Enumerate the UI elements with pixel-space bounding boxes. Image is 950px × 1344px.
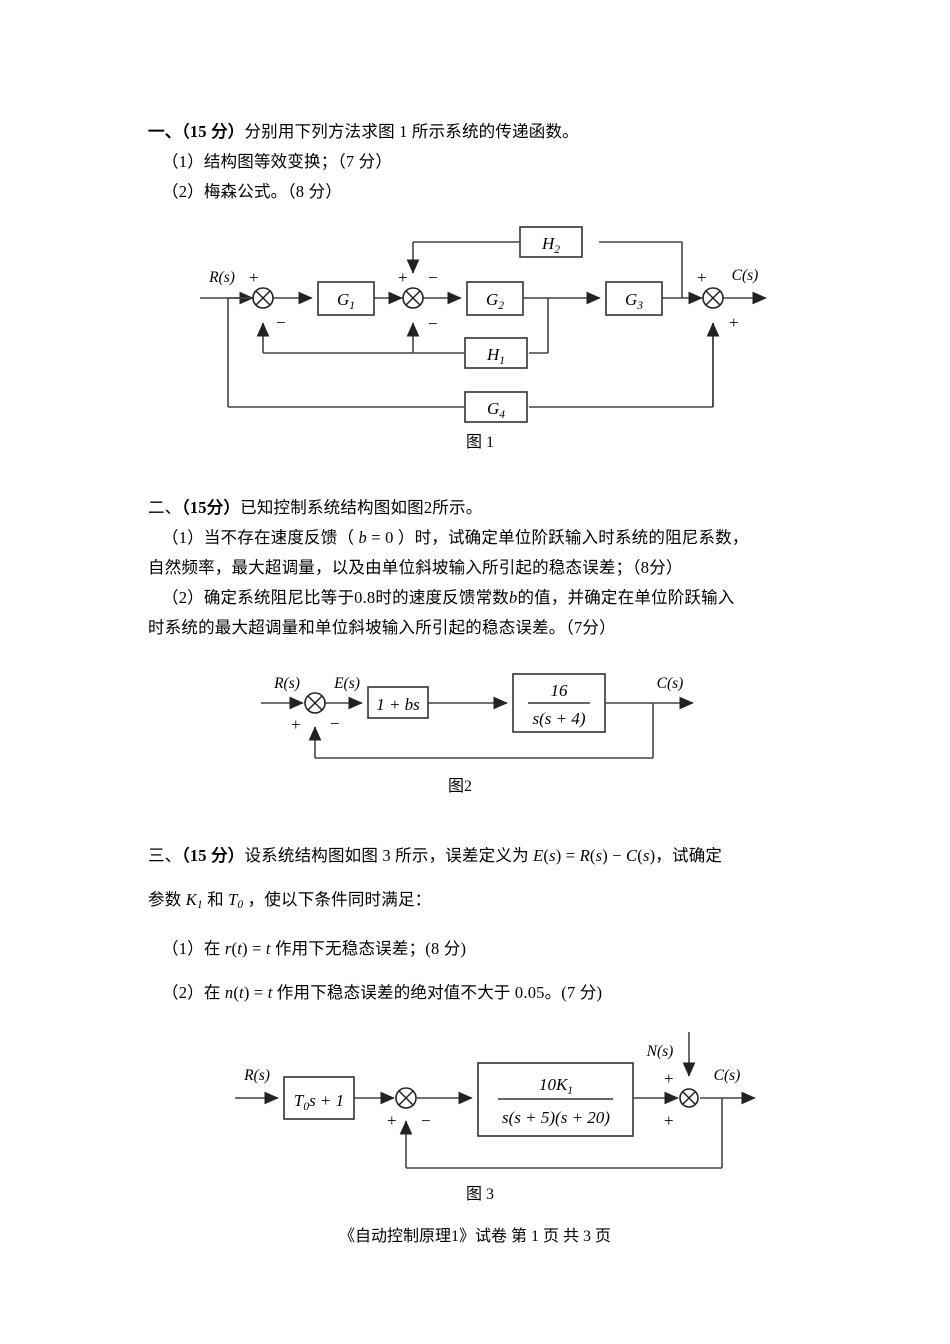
q2-line-3: 自然频率，最大超调量，以及由单位斜坡输入所引起的稳态误差；（8分） [148,558,683,577]
q3-line-4: （2）在 n(t) = t 作用下稳态误差的绝对值不大于 0.05。(7 分) [162,983,603,1003]
sign-sum3-plus-bot: + [729,313,739,332]
label-output-cs-fig2: C(s) [657,675,684,692]
sign-fig3-sum1-plus: + [387,1111,397,1130]
sign-fig3-sum1-minus: − [421,1111,431,1130]
sign-sum1-plus: + [249,268,259,287]
sign-sum2-minus-bot: − [428,314,438,333]
summing-junction-2 [402,287,424,309]
summing-junction-1-fig3 [395,1087,417,1109]
figure-2-caption: 图2 [447,778,472,795]
figure-1-caption: 图 1 [465,434,494,451]
figure-3-caption: 图 3 [465,1186,494,1203]
figure-3: T0s + 1 10K1 s(s + 5)(s + 20) R(s) N(s) … [195,1030,775,1205]
summing-junction-3 [702,287,724,309]
q1-line-1: 一、（15 分）分别用下列方法求图 1 所示系统的传递函数。 [148,122,579,141]
q2-line-5: 时系统的最大超调量和单位斜坡输入所引起的稳态误差。（7分） [148,618,616,637]
label-input-rs-fig3: R(s) [243,1067,270,1084]
sign-sum2-minus-top: − [428,268,438,287]
label-numerator-fig2: 16 [551,681,569,700]
page-footer: 《自动控制原理1》试卷 第 1 页 共 3 页 [338,1228,611,1245]
sign-sum1-minus: − [276,313,286,332]
label-g1: G1 [337,290,355,312]
figure-2: 1 + bs 16 s(s + 4) R(s) E(s) C(s) + − 图2 [245,672,715,802]
sign-fig2-minus: − [330,714,340,733]
q2-line-1: 二、（15分）已知控制系统结构图如图2所示。 [148,498,483,517]
label-block1-fig3: T0s + 1 [294,1091,344,1113]
q1-line-2: （1）结构图等效变换；（7 分） [162,152,393,171]
sign-sum2-plus: + [398,268,408,287]
label-noise-ns-fig3: N(s) [646,1043,674,1060]
label-output-cs: C(s) [732,267,759,284]
question-2-text: 二、（15分）已知控制系统结构图如图2所示。 （1）当不存在速度反馈（ b = … [148,493,828,643]
label-error-es-fig2: E(s) [333,675,360,692]
label-g4: G4 [487,399,505,421]
label-input-rs-fig2: R(s) [273,675,300,692]
sign-sum3-plus-top: + [697,268,707,287]
sign-fig3-sum2-plus-top: + [664,1069,674,1088]
block-plant-fig3 [477,1062,634,1137]
summing-junction-fig2 [304,692,326,714]
figure-1: G1 G2 G3 G4 H1 H2 R(s) C(s) + − + − − + … [180,225,780,455]
q2-line-4: （2）确定系统阻尼比等于0.8时的速度反馈常数b的值，并确定在单位阶跃输入 [162,588,735,607]
summing-junction-2-fig3 [679,1088,699,1108]
label-g2: G2 [486,290,504,312]
label-denominator-fig3: s(s + 5)(s + 20) [502,1108,610,1127]
question-1-text: 一、（15 分）分别用下列方法求图 1 所示系统的传递函数。 （1）结构图等效变… [148,117,828,207]
label-h2: H2 [541,234,560,256]
label-input-rs: R(s) [208,269,235,286]
summing-junction-1 [252,287,274,309]
label-h1: H1 [486,345,505,367]
label-output-cs-fig3: C(s) [714,1067,741,1084]
sign-fig3-sum2-plus-bot: + [664,1111,674,1130]
q3-line-2: 参数 K1 和 T0 ，使以下条件同时满足： [148,890,432,912]
q1-line-3: （2）梅森公式。（8 分） [162,182,342,201]
question-3-text: 三、（15 分）设系统结构图如图 3 所示，误差定义为 E(s) = R(s) … [148,834,848,1015]
q3-line-3: （1）在 r(t) = t 作用下无稳态误差；(8 分) [162,939,467,959]
sign-fig2-plus: + [291,715,301,734]
label-block1-fig2: 1 + bs [376,695,420,714]
q2-line-2: （1）当不存在速度反馈（ b = 0 ）时，试确定单位阶跃输入时系统的阻尼系数， [162,528,749,547]
label-numerator-fig3: 10K1 [539,1075,573,1097]
q3-line-1: 三、（15 分）设系统结构图如图 3 所示，误差定义为 E(s) = R(s) … [148,846,723,865]
label-denominator-fig2: s(s + 4) [532,709,585,728]
label-g3: G3 [625,290,643,312]
